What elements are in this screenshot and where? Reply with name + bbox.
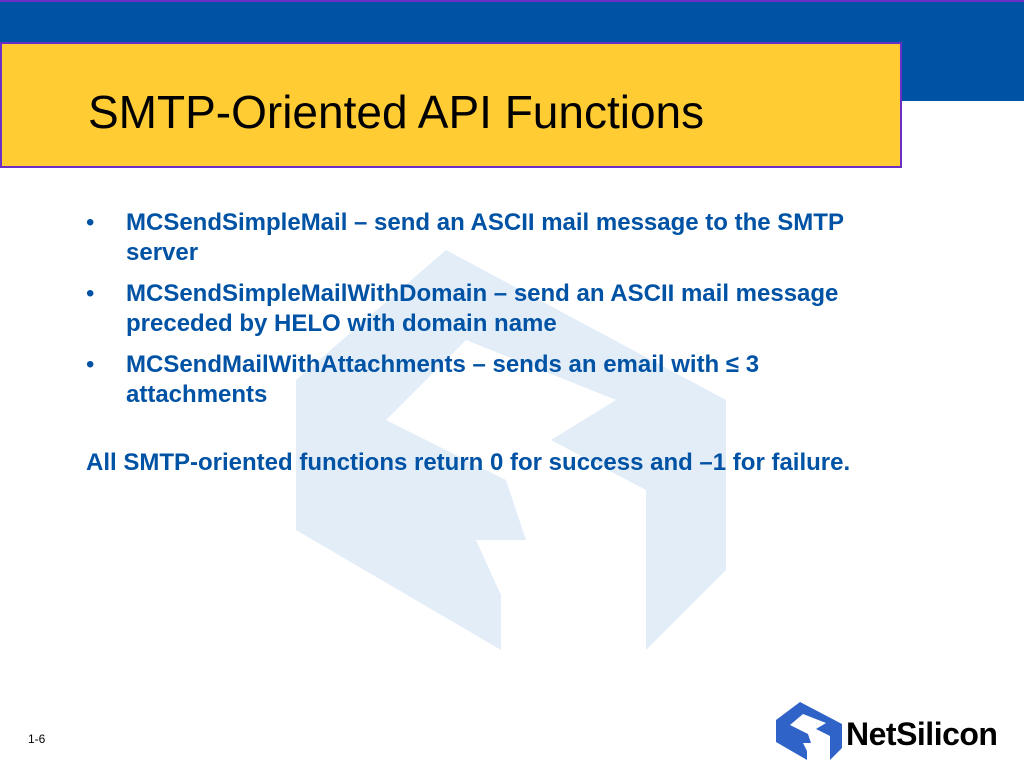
netsilicon-logo-mark-icon	[776, 702, 842, 760]
bullet-marker: •	[86, 280, 95, 307]
slide-title: SMTP-Oriented API Functions	[88, 86, 705, 138]
bullet-marker: •	[86, 209, 95, 236]
title-box: SMTP-Oriented API Functions	[0, 42, 902, 168]
bullet-text: MCSendSimpleMailWithDomain – send an ASC…	[126, 280, 839, 337]
bullet-marker: •	[86, 351, 95, 378]
bullet-text: MCSendMailWithAttachments – sends an ema…	[126, 351, 760, 408]
bullet-text: MCSendSimpleMail – send an ASCII mail me…	[126, 209, 844, 266]
page-number: 1-6	[28, 732, 46, 746]
bullet-item: • MCSendSimpleMail – send an ASCII mail …	[86, 208, 906, 268]
netsilicon-watermark-icon	[296, 250, 726, 650]
summary-text: All SMTP-oriented functions return 0 for…	[86, 449, 851, 476]
logo-text: NetSilicon	[846, 716, 998, 752]
bullet-item: • MCSendSimpleMailWithDomain – send an A…	[86, 279, 906, 339]
bullet-list: • MCSendSimpleMail – send an ASCII mail …	[86, 208, 906, 410]
slide-body: • MCSendSimpleMail – send an ASCII mail …	[86, 208, 906, 478]
header-accent-line	[0, 0, 1024, 2]
netsilicon-logo: NetSilicon	[776, 702, 1020, 764]
bullet-item: • MCSendMailWithAttachments – sends an e…	[86, 350, 906, 410]
